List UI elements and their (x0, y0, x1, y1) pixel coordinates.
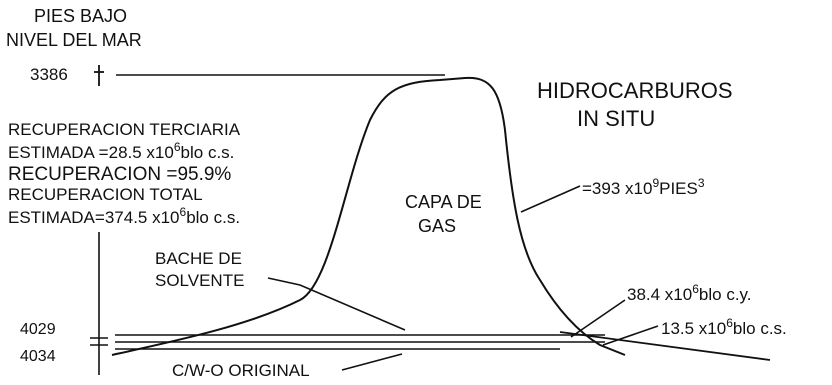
depth-title-line1: PIES BAJO (34, 6, 127, 26)
gas-cap-line1: CAPA DE (405, 192, 482, 212)
note-line4: RECUPERACION TOTAL (8, 185, 203, 204)
note-line1: RECUPERACION TERCIARIA (8, 120, 241, 139)
depth-marker-mid: 4029 (20, 321, 56, 338)
dagger-mark-top (94, 65, 104, 86)
oil-volume-cy: 38.4 x106blo c.y. (627, 282, 752, 304)
oil-cy-leader (570, 299, 626, 338)
oil-cs-leader (602, 325, 659, 346)
contact-leader (341, 353, 403, 371)
dagger-mark-bottom (90, 337, 108, 346)
note-line5: ESTIMADA=374.5 x106blo c.s. (8, 205, 240, 227)
solvent-line1: BACHE DE (155, 249, 242, 268)
oil-volume-cs: 13.5 x106blo c.s. (661, 316, 787, 338)
reservoir-profile-curve (111, 76, 626, 356)
gas-cap-line2: GAS (418, 216, 456, 236)
depth-marker-bottom: 4034 (20, 348, 56, 365)
note-line3: RECUPERACION =95.9% (8, 164, 231, 185)
depth-title-line2: NIVEL DEL MAR (6, 30, 142, 50)
right-title-line2: IN SITU (577, 106, 655, 131)
solvent-line2: SOLVENTE (155, 271, 244, 290)
solvent-leader (267, 277, 406, 331)
note-line2: ESTIMADA =28.5 x106blo c.s. (8, 140, 234, 162)
contact-label: C/W-O ORIGINAL (172, 361, 310, 380)
gas-volume-leader (520, 185, 581, 213)
depth-marker-top: 3386 (30, 65, 68, 84)
gas-volume-label: =393 x109PIES3 (582, 176, 705, 198)
right-title-line1: HIDROCARBUROS (537, 78, 733, 103)
lower-flank-line (559, 331, 771, 361)
